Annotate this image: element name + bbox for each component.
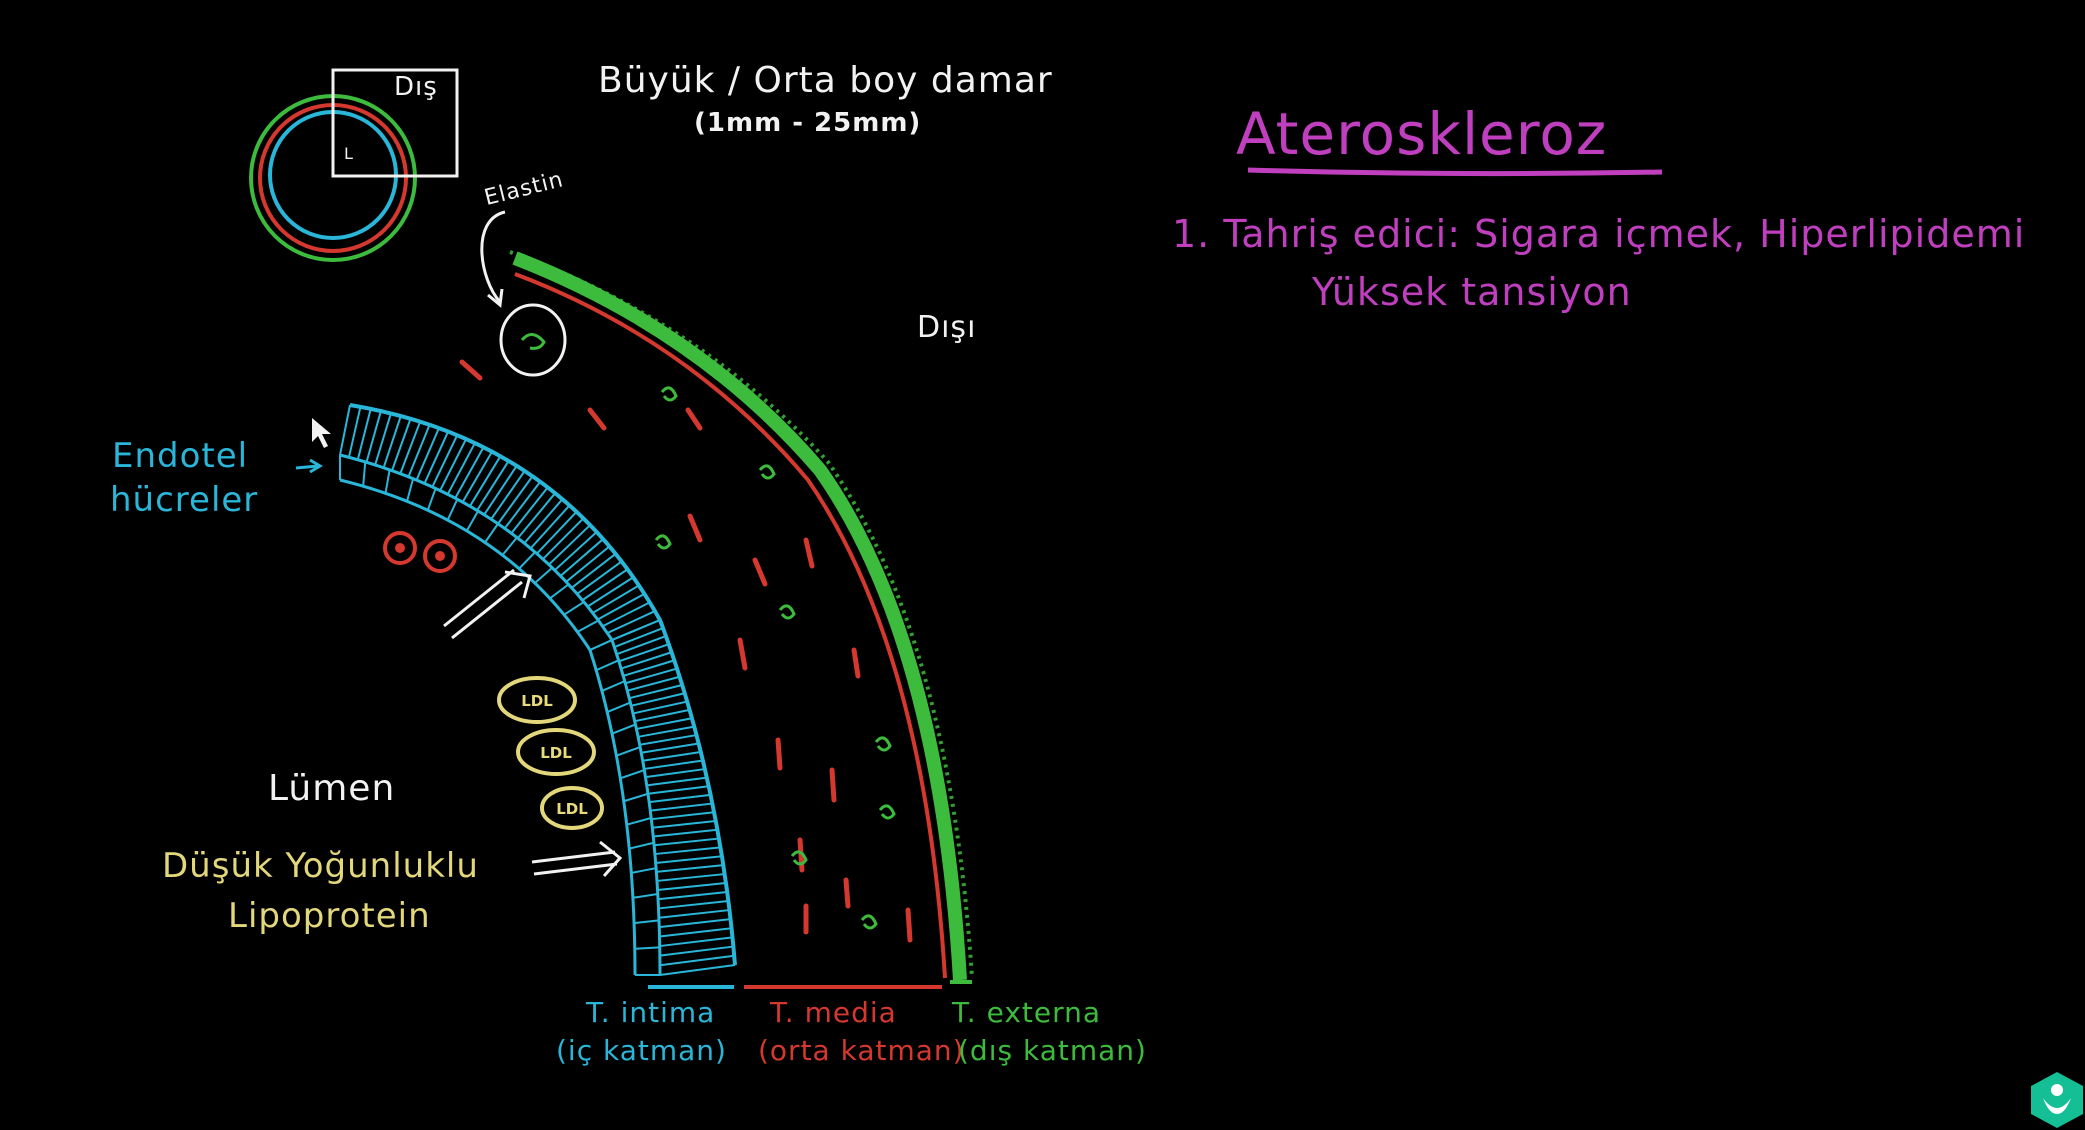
lumen-label: Lümen xyxy=(268,768,396,809)
endothelial-cells xyxy=(339,455,660,976)
zoom-box xyxy=(331,68,459,178)
ldl-label-line2: Lipoprotein xyxy=(228,896,431,936)
ldl-particles: LDL LDL LDL xyxy=(497,676,604,830)
topic-point1-line1: 1. Tahriş edici: Sigara içmek, Hiperlipi… xyxy=(1172,212,2026,256)
vessel-title: Büyük / Orta boy damar xyxy=(598,60,1053,101)
vessel-size-range: (1mm - 25mm) xyxy=(694,108,922,138)
mini-outer-label: Dış xyxy=(394,72,438,102)
ldl-particle xyxy=(516,728,596,776)
tunica-media-border xyxy=(514,272,947,979)
ldl-label-line1: Düşük Yoğunluklu xyxy=(162,846,479,886)
ldl-particle-label: LDL xyxy=(556,800,588,818)
elastin-fibers xyxy=(654,386,896,930)
mini-vessel-cross-section xyxy=(249,68,459,262)
layer-externa-note: (dış katman) xyxy=(958,1034,1147,1067)
endothelium-pointer-arrow xyxy=(295,464,319,470)
outer-label: Dışı xyxy=(917,310,977,345)
ldl-particle-label: LDL xyxy=(521,692,553,710)
title-underline xyxy=(1247,167,1663,177)
khan-academy-logo-icon[interactable] xyxy=(2029,1070,2085,1130)
endothelial-villi xyxy=(339,404,736,976)
hand-cursor-icon xyxy=(312,418,331,448)
topic-title: Ateroskleroz xyxy=(1236,100,1608,168)
ldl-particle-label: LDL xyxy=(540,744,572,762)
ldl-pointer-arrow xyxy=(531,850,618,876)
tunica-externa-band xyxy=(512,251,967,981)
endothelium-label-line2: hücreler xyxy=(110,480,259,520)
layer-media-note: (orta katman) xyxy=(758,1034,965,1067)
layer-media-name: T. media xyxy=(770,996,897,1029)
endothelium-label-line1: Endotel xyxy=(112,436,249,476)
layer-externa-name: T. externa xyxy=(952,996,1102,1029)
layer-intima-note: (iç katman) xyxy=(556,1034,727,1067)
ldl-particle xyxy=(497,676,577,724)
ldl-particle xyxy=(540,786,604,830)
elastin-arrow xyxy=(480,210,506,304)
layer-intima-name: T. intima xyxy=(586,996,716,1029)
topic-point1-line2: Yüksek tansiyon xyxy=(1312,270,1632,314)
smooth-muscle-marks xyxy=(459,359,913,943)
flow-arrow xyxy=(443,568,523,640)
mini-lumen-label: L xyxy=(344,144,354,163)
elastin-circle xyxy=(499,303,567,377)
red-blood-cells xyxy=(383,531,457,573)
